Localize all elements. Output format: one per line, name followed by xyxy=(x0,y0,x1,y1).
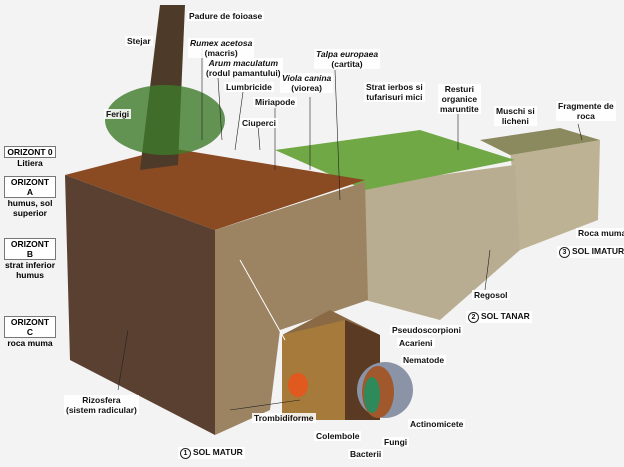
label-regosol: Regosol xyxy=(472,290,510,300)
block-1-left xyxy=(65,175,215,435)
label-lumbricide: Lumbricide xyxy=(224,82,274,92)
label-padure: Padure de foioase xyxy=(187,11,265,21)
label-ciuperci: Ciuperci xyxy=(240,118,279,128)
trombidiforme-mite xyxy=(288,373,308,397)
block-3-front xyxy=(510,140,600,250)
micro-cube-front xyxy=(282,318,345,420)
label-bacterii: Bacterii xyxy=(348,449,384,459)
micro-cube-top xyxy=(282,310,380,335)
label-fungi: Fungi xyxy=(382,437,410,447)
label-miriapode: Miriapode xyxy=(253,97,298,107)
label-ferigi: Ferigi xyxy=(104,109,132,119)
block-1-right xyxy=(215,182,368,435)
block-2-top xyxy=(275,130,515,190)
label-pseudoscorpioni: Pseudoscorpioni xyxy=(390,325,463,335)
label-rumex: Rumex acetosa(macris) xyxy=(188,38,255,58)
block-2-front xyxy=(365,165,520,320)
label-acarieni: Acarieni xyxy=(397,338,435,348)
label-talpa: Talpa europaea(cartita) xyxy=(314,49,381,69)
ferns xyxy=(105,85,225,155)
label-rizosfera: Rizosfera(sistem radicular) xyxy=(64,395,139,415)
label-colembole: Colembole xyxy=(314,431,362,441)
label-roca-muma: Roca muma xyxy=(576,228,624,238)
block-1-top xyxy=(65,148,365,230)
label-nematode: Nematode xyxy=(401,355,447,365)
label-arum: Arum maculatum(rodul pamantului) xyxy=(204,58,283,78)
label-trombidiforme: Trombidiforme xyxy=(252,413,316,423)
label-actinomicete: Actinomicete xyxy=(408,419,466,429)
label-stejar: Stejar xyxy=(125,36,153,46)
block-3-top xyxy=(480,128,600,155)
label-viola: Viola canina(viorea) xyxy=(280,73,334,93)
